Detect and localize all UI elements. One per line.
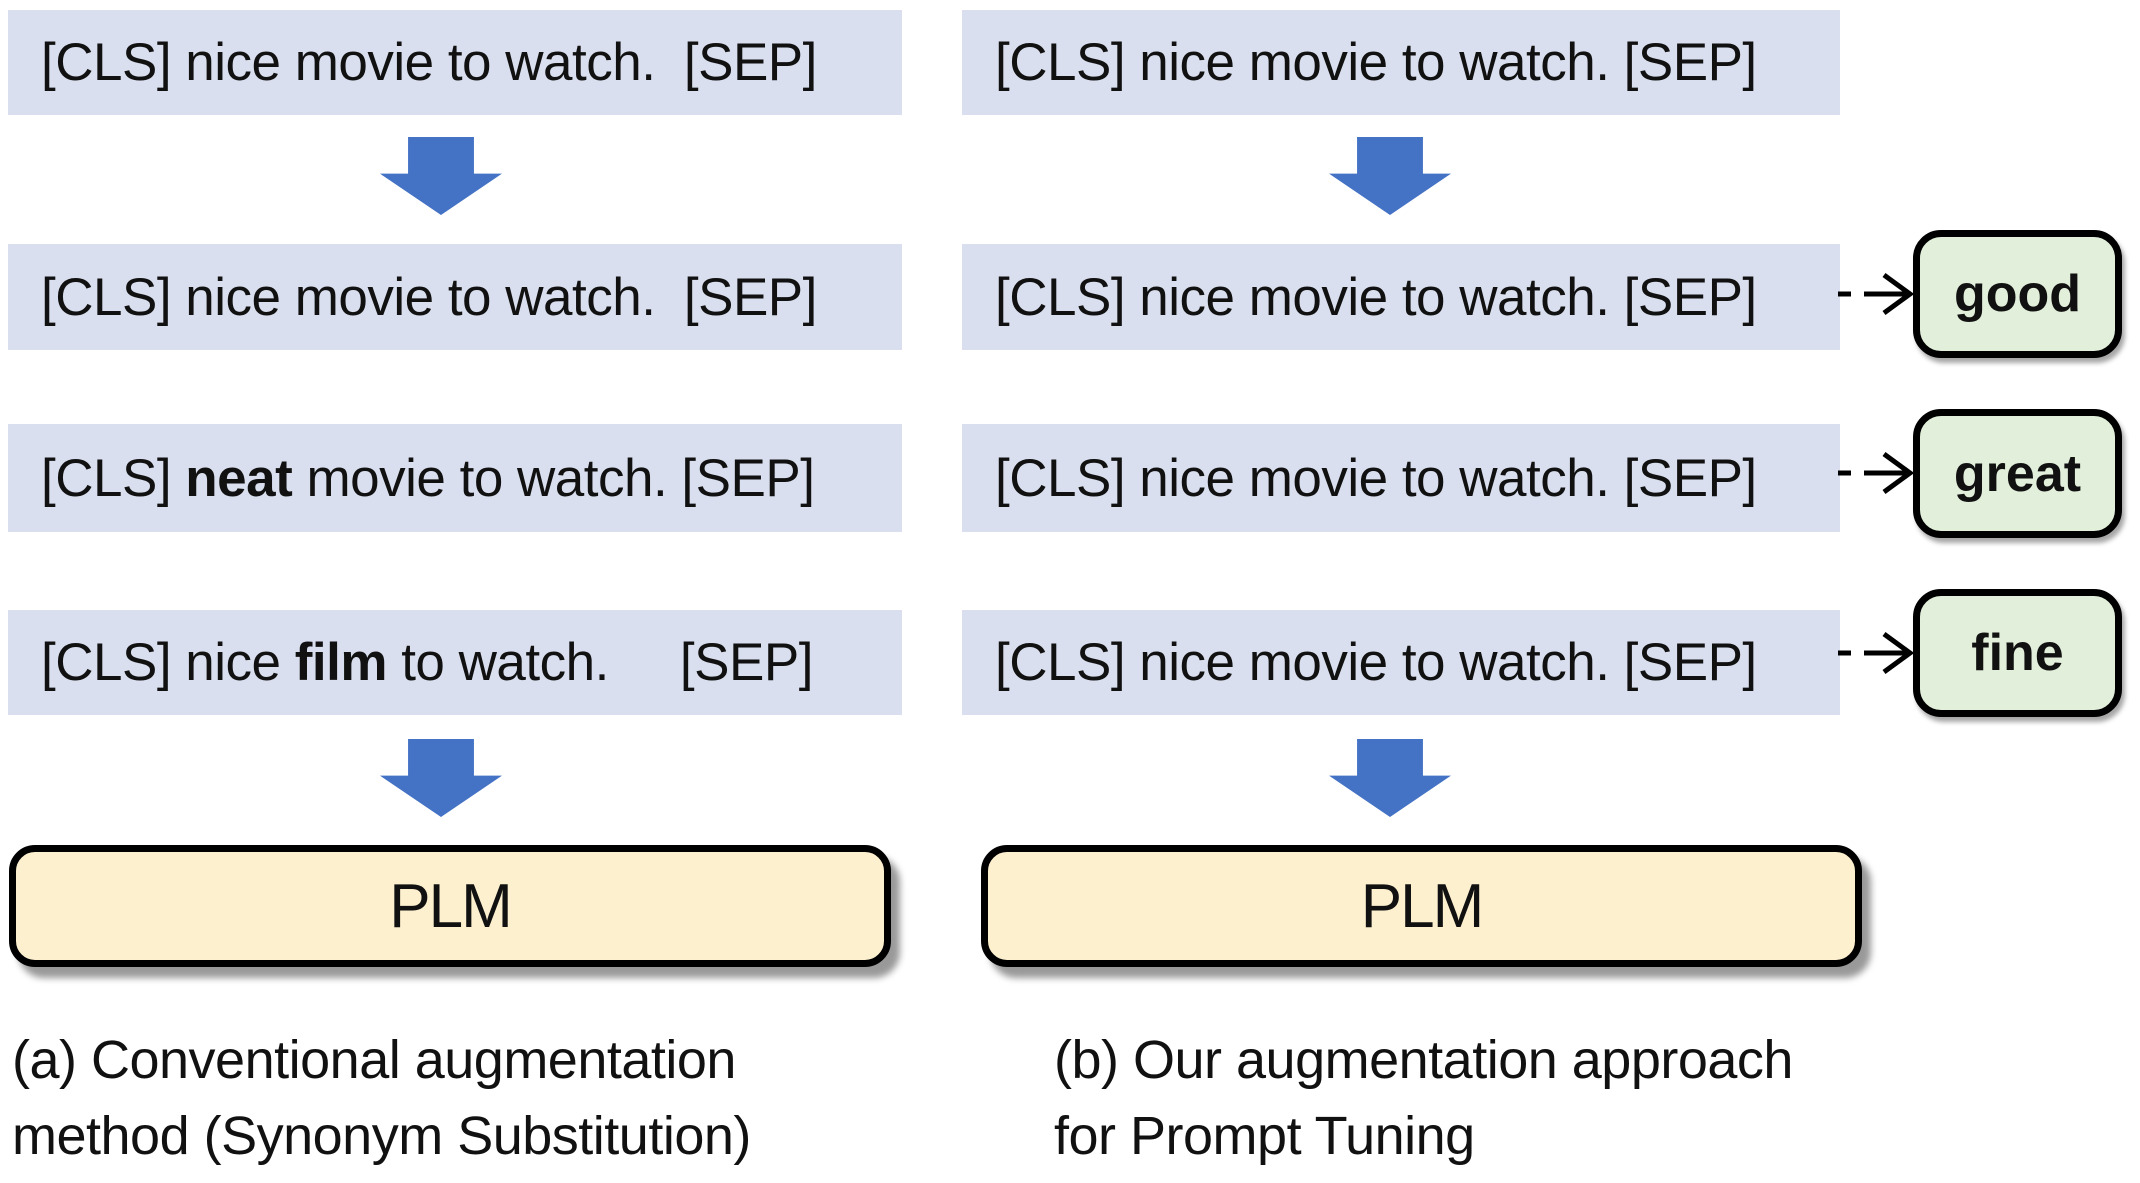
label-box-good: good	[1913, 230, 2122, 358]
caption-b: (b) Our augmentation approach for Prompt…	[1054, 1022, 1793, 1174]
down-arrow-icon	[1329, 739, 1451, 817]
sequence-text: [CLS] nice movie to watch. [SEP]	[41, 33, 817, 92]
label-text: good	[1953, 265, 2082, 323]
sequence-text: [CLS] nice movie to watch. [SEP]	[995, 33, 1757, 92]
sequence-text-bold: neat	[185, 448, 293, 508]
down-arrow-icon	[380, 137, 502, 215]
panel-a-sequence-box-1: [CLS] nice movie to watch. [SEP]	[8, 10, 902, 115]
panel-a-sequence-box-4: [CLS] nice film to watch. [SEP]	[8, 610, 902, 715]
panel-b-sequence-box-3: [CLS] nice movie to watch. [SEP]	[962, 424, 1840, 532]
label-box-fine: fine	[1913, 589, 2122, 717]
caption-a-line2: method (Synonym Substitution)	[12, 1106, 751, 1166]
label-text: fine	[1971, 624, 2064, 682]
panel-b-sequence-box-1: [CLS] nice movie to watch. [SEP]	[962, 10, 1840, 115]
sequence-text: [CLS] nice	[41, 633, 295, 692]
caption-a: (a) Conventional augmentation method (Sy…	[12, 1022, 751, 1174]
sequence-text: movie to watch. [SEP]	[292, 448, 815, 508]
sequence-text: [CLS] nice movie to watch. [SEP]	[41, 267, 817, 327]
sequence-text: [CLS] nice movie to watch. [SEP]	[995, 267, 1757, 327]
label-box-great: great	[1913, 409, 2122, 538]
dashed-arrow-icon	[1838, 451, 1915, 495]
dashed-arrow-icon	[1838, 272, 1915, 316]
down-arrow-icon	[380, 739, 502, 817]
sequence-text: [CLS] nice movie to watch. [SEP]	[995, 633, 1757, 692]
caption-b-line1: (b) Our augmentation approach	[1054, 1030, 1793, 1090]
sequence-text: [CLS]	[41, 448, 186, 508]
panel-b-sequence-box-4: [CLS] nice movie to watch. [SEP]	[962, 610, 1840, 715]
dashed-arrow-icon	[1838, 631, 1915, 675]
plm-label: PLM	[1360, 871, 1484, 941]
sequence-text: [CLS] nice movie to watch. [SEP]	[995, 448, 1757, 508]
down-arrow-icon	[1329, 137, 1451, 215]
label-text: great	[1953, 444, 2082, 503]
plm-box-b: PLM	[981, 845, 1862, 967]
plm-box-a: PLM	[9, 845, 891, 967]
panel-a-sequence-box-3: [CLS] neat movie to watch. [SEP]	[8, 424, 902, 532]
sequence-text-bold: film	[294, 633, 388, 692]
plm-label: PLM	[389, 871, 512, 941]
caption-a-line1: (a) Conventional augmentation	[12, 1030, 736, 1090]
panel-a-sequence-box-2: [CLS] nice movie to watch. [SEP]	[8, 244, 902, 350]
caption-b-line2: for Prompt Tuning	[1054, 1106, 1475, 1166]
panel-b-sequence-box-2: [CLS] nice movie to watch. [SEP]	[962, 244, 1840, 350]
sequence-text: to watch. [SEP]	[386, 633, 813, 692]
